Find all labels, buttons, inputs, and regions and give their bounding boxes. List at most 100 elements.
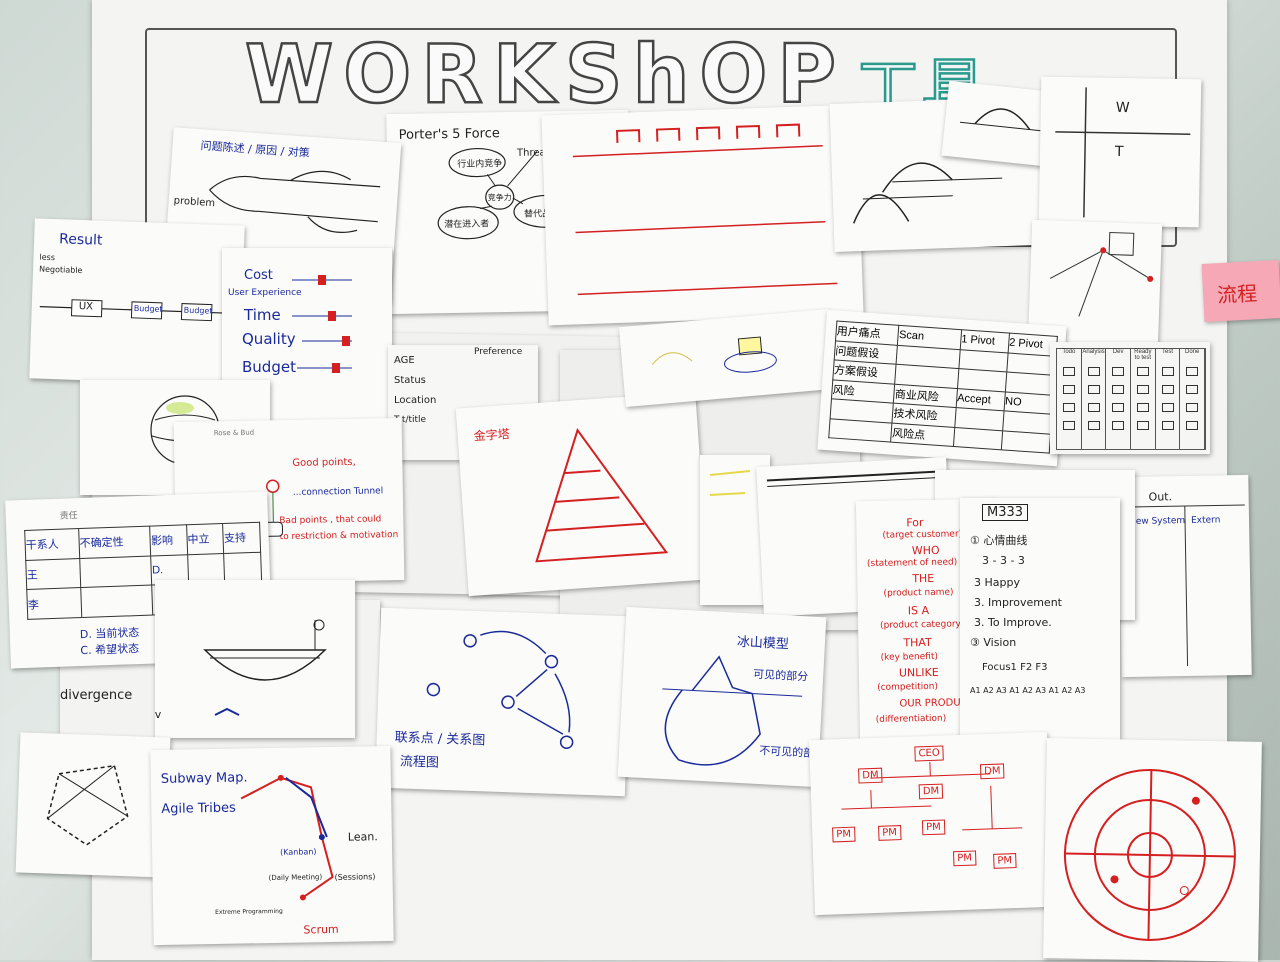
kanban-card (1063, 367, 1075, 376)
kanban-column: Done (1180, 349, 1205, 449)
pos-target: (target customer) (882, 529, 962, 540)
pos-that: THAT (903, 636, 932, 649)
kanban-card (1112, 367, 1124, 376)
kanban-card (1162, 385, 1174, 394)
kanban-card (1112, 403, 1124, 412)
result-drawing (29, 218, 244, 385)
pos-key: (key benefit) (881, 652, 938, 663)
org-ceo: CEO (914, 746, 944, 762)
in-out-sheet: In Out. New System Extern (1118, 475, 1251, 677)
pos-product: (product name) (883, 588, 953, 599)
org-pm-3: PM (922, 820, 945, 836)
result-ux: UX (79, 301, 94, 312)
kanban-column: Ready to test (1131, 349, 1156, 449)
pos-statement: (statement of need) (867, 557, 957, 569)
kanban-card (1186, 421, 1198, 430)
org-chart-sheet: CEO DM DM DM PM PM PM PM PM (809, 732, 1053, 915)
m333-l6: ③ Vision (970, 636, 1016, 649)
kanban-card (1112, 385, 1124, 394)
m333-sheet: M333 ① 心情曲线 3 - 3 - 3 3 Happy 3. Improve… (960, 498, 1120, 740)
kanban-card (1162, 367, 1174, 376)
pink-sticky-note: 流程 (1202, 260, 1280, 322)
result-budget2: Budget (184, 306, 213, 316)
kanban-card (1162, 421, 1174, 430)
m333-l4: 3. Improvement (974, 596, 1062, 609)
subway-map-sheet: Subway Map. Agile Tribes Lean. Scrum (Ka… (150, 746, 393, 945)
kanban-card (1112, 421, 1124, 430)
swot-w: W (1116, 100, 1130, 116)
relationship-label2: 流程图 (400, 750, 440, 770)
kanban-card (1088, 385, 1100, 394)
m333-l8: A1 A2 A3 A1 A2 A3 A1 A2 A3 (970, 686, 1085, 695)
pos-who: WHO (912, 544, 940, 557)
stakeholder-h3: 影响 (150, 525, 188, 556)
pos-the: THE (912, 572, 934, 585)
result-budget1: Budget (134, 304, 163, 314)
pos-comp: (competition) (877, 682, 938, 693)
boat-sheet: divergence conv (155, 580, 355, 738)
pyramid-sheet: 金字塔 (456, 392, 709, 596)
kanban-card (1088, 421, 1100, 430)
kanban-card (1063, 403, 1075, 412)
org-dm-3: DM (980, 763, 1005, 779)
porters-center: 竞争力 (488, 192, 512, 203)
stakeholder-h4: 中立 (187, 524, 225, 555)
kanban-card (1063, 385, 1075, 394)
m333-l2: 3 - 3 - 3 (982, 554, 1025, 567)
stakeholder-h2: 不确定性 (79, 526, 151, 558)
kanban-card (1063, 421, 1075, 430)
stakeholder-h1: 干系人 (25, 529, 80, 561)
org-pm-4: PM (953, 850, 976, 866)
pos-for: For (906, 516, 923, 529)
in-out-grid (1118, 475, 1251, 677)
persona-status: Status (394, 375, 426, 386)
kanban-column: Dev (1106, 349, 1131, 449)
convergence-label: conv (155, 708, 161, 721)
red-lines-drawing (541, 105, 863, 326)
pos-unlike: UNLIKE (899, 666, 939, 680)
spider-chart-sheet (16, 732, 171, 877)
kanban-card (1162, 403, 1174, 412)
kanban-card (1186, 403, 1198, 412)
boat-drawing (155, 580, 355, 738)
kanban-column: Test (1156, 349, 1181, 449)
result-sheet: Result less Negotiable UX Budget Budget (29, 218, 244, 385)
target-circles-drawing (1043, 738, 1262, 962)
persona-preference: Preference (474, 347, 522, 357)
iceberg-sheet: 冰山模型 可见的部分 不可见的部分 (618, 607, 827, 787)
iceberg-drawing (618, 607, 827, 787)
org-dm-2: DM (919, 784, 944, 800)
m333-title: M333 (982, 504, 1028, 521)
pyramid-drawing (456, 392, 709, 596)
org-pm-1: PM (832, 827, 855, 843)
m333-l7: Focus1 F2 F3 (982, 662, 1048, 673)
kanban-column: Analysis (1082, 349, 1107, 449)
pos-cat: (product category) (880, 619, 964, 630)
kanban-card (1137, 367, 1149, 376)
stakeholder-h5: 支持 (223, 522, 261, 553)
kanban-card (1186, 367, 1198, 376)
relationship-cycle-sheet: 联系点 / 关系图 流程图 (375, 608, 631, 797)
pos-diff: (differentiation) (876, 714, 947, 725)
kanban-card (1137, 385, 1149, 394)
org-dm-1: DM (858, 768, 883, 784)
divergence-text: divergence (60, 688, 132, 703)
stakeholder-r1: 王 (26, 558, 81, 590)
persona-location: Location (394, 395, 436, 406)
subway-lines (150, 746, 393, 945)
spider-chart-drawing (16, 732, 171, 877)
org-pm-2: PM (878, 825, 901, 841)
kanban-card (1186, 385, 1198, 394)
m333-l5: 3. To Improve. (974, 616, 1052, 629)
m333-l1: ① 心情曲线 (970, 532, 1027, 548)
kanban-card (1137, 421, 1149, 430)
org-pm-5: PM (993, 853, 1016, 869)
persona-age: AGE (394, 355, 415, 366)
kanban-card (1137, 403, 1149, 412)
relationship-label1: 联系点 / 关系图 (394, 726, 485, 748)
sticky-note-text: 流程 (1216, 277, 1257, 308)
